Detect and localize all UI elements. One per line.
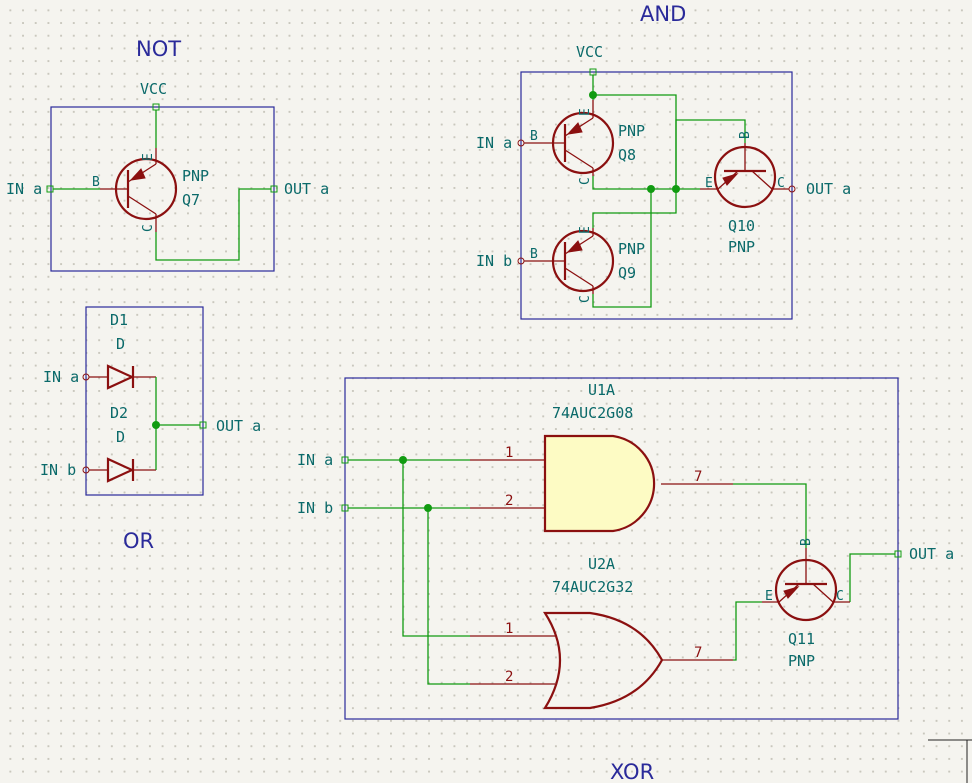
and-frame [520,71,793,320]
wire [675,119,746,189]
q8-pin-c: C [578,177,593,185]
q7-pin-b: B [92,175,100,190]
wire [733,601,762,661]
u1a-pin-1: 1 [505,445,513,461]
and-out-a-label: OUT a [806,180,851,198]
and-in-b-label: IN b [476,252,512,270]
junction-dot [672,185,680,193]
junction-dot [589,91,597,99]
q7-pin-e: E [141,153,156,161]
or-out-a-label: OUT a [216,417,261,435]
q8-pin-e: E [578,108,593,116]
q10-pin-c: C [777,176,785,191]
title-xor: XOR [610,760,654,783]
q9-value: PNP [618,240,645,258]
q9-pin-e: E [578,226,593,234]
u2a-pin-7: 7 [694,645,702,661]
q11-pin-b: B [799,538,814,546]
junction-dot [399,456,407,464]
q7-value: PNP [182,167,209,185]
transistor-q7[interactable] [100,148,178,232]
q7-pin-c: C [141,224,156,232]
u2a-pin-2: 2 [505,669,513,685]
q10-value: PNP [728,238,755,256]
u1a-pin-7: 7 [694,469,702,485]
transistor-q8[interactable] [524,100,615,176]
q11-ref: Q11 [788,630,815,648]
q8-pin-b: B [530,129,538,144]
or-in-a-label: IN a [43,368,79,386]
q11-pin-c: C [836,589,844,604]
wire [155,188,271,261]
d1-value: D [116,335,125,353]
q10-ref: Q10 [728,217,755,235]
q10-pin-e: E [705,176,713,191]
xor-out-a-label: OUT a [909,545,954,563]
u1a-ref: U1A [588,381,615,399]
title-and: AND [640,2,686,26]
q9-pin-b: B [530,247,538,262]
or-frame [85,306,204,496]
and-gate-u1a[interactable] [470,434,733,533]
title-not: NOT [136,37,181,61]
junction-dot [647,185,655,193]
junction-dot [424,504,432,512]
q9-pin-c: C [578,295,593,303]
u1a-value: 74AUC2G08 [552,404,633,422]
u2a-value: 74AUC2G32 [552,578,633,596]
diode-d1[interactable] [89,364,156,390]
and-vcc-label: VCC [576,43,603,61]
u2a-ref: U2A [588,555,615,573]
diode-d2[interactable] [89,457,156,483]
q8-ref: Q8 [618,146,636,164]
transistor-q11[interactable] [762,548,850,622]
xor-frame [344,377,899,720]
q8-value: PNP [618,122,645,140]
or-in-b-label: IN b [40,461,76,479]
wire [427,508,470,685]
xor-block: 1 2 7 U1A 74AUC2G08 1 2 7 U2A 74AUC2G32 [297,377,954,720]
not-out-a-label: OUT a [284,180,329,198]
transistor-q10[interactable] [700,143,789,209]
q9-ref: Q9 [618,264,636,282]
and-block: B E C PNP Q8 B E C PNP Q9 [476,43,851,320]
and-in-a-label: IN a [476,134,512,152]
q10-pin-b: B [738,131,753,139]
junction-dot [152,421,160,429]
wire [592,176,651,190]
title-or: OR [123,529,154,553]
wire [733,483,807,548]
q11-pin-e: E [765,589,773,604]
or-block: D1 D D2 D IN a IN b OUT a [40,306,261,496]
not-in-a-port[interactable] [46,185,54,193]
d2-ref: D2 [110,404,128,422]
xor-in-b-label: IN b [297,499,333,517]
wire [849,553,895,602]
xor-in-a-label: IN a [297,451,333,469]
u1a-pin-2: 2 [505,493,513,509]
d2-value: D [116,428,125,446]
wire [592,189,652,308]
d1-ref: D1 [110,311,128,329]
not-frame [50,106,275,272]
u2a-pin-1: 1 [505,621,513,637]
transistor-q9[interactable] [524,228,615,294]
not-in-a-label: IN a [6,180,42,198]
or-gate-u2a[interactable] [470,611,733,710]
q7-ref: Q7 [182,191,200,209]
q11-value: PNP [788,652,815,670]
not-block: B E C PNP Q7 VCC IN a OUT a [6,80,329,272]
wire [592,94,677,228]
wire [402,460,470,637]
not-vcc-label: VCC [140,80,167,98]
